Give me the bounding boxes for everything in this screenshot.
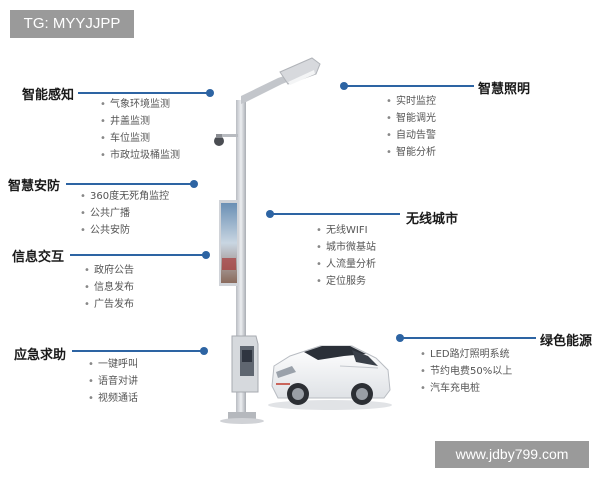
electric-car (268, 345, 392, 410)
connector-line-info-interaction (70, 254, 206, 256)
section-title-green-energy: 绿色能源 (540, 334, 593, 349)
pole-base (228, 412, 256, 420)
list-item: 信息发布 (84, 279, 134, 296)
camera-arm (222, 134, 238, 137)
section-title-wireless-city: 无线城市 (406, 212, 459, 227)
list-item: 公共广播 (80, 205, 169, 222)
list-item: 车位监测 (100, 130, 180, 147)
list-item: 实时监控 (386, 93, 436, 110)
lamp-arm (241, 74, 292, 104)
list-info-interaction: 政府公告 信息发布 广告发布 (84, 262, 134, 313)
list-item: 政府公告 (84, 262, 134, 279)
list-smart-sensing: 气象环境监测 井盖监测 车位监测 市政垃圾桶监测 (100, 96, 180, 164)
section-title-smart-security: 智慧安防 (8, 179, 61, 194)
connector-line-wireless-city (270, 213, 400, 215)
list-item: 定位服务 (316, 273, 376, 290)
list-smart-lighting: 实时监控 智能调光 自动告警 智能分析 (386, 93, 436, 161)
list-wireless-city: 无线WIFI 城市微基站 人流量分析 定位服务 (316, 222, 376, 290)
top-tag-label: TG: MYYJJPP (10, 10, 134, 38)
connector-dot-emergency-help (200, 347, 208, 355)
connector-line-smart-sensing (78, 92, 210, 94)
list-item: 井盖监测 (100, 113, 180, 130)
connector-dot-smart-security (190, 180, 198, 188)
list-item: 汽车充电桩 (420, 380, 512, 397)
watermark-url: www.jdby799.com (435, 441, 589, 468)
list-item: 节约电费50%以上 (420, 363, 512, 380)
list-item: 人流量分析 (316, 256, 376, 273)
connector-line-emergency-help (72, 350, 204, 352)
connector-line-smart-security (66, 183, 194, 185)
list-item: 城市微基站 (316, 239, 376, 256)
connector-dot-info-interaction (202, 251, 210, 259)
list-emergency-help: 一键呼叫 语音对讲 视频通话 (88, 356, 138, 407)
ad-screen (221, 203, 237, 283)
pole-shaft (236, 100, 246, 420)
list-item: LED路灯照明系统 (420, 346, 512, 363)
list-item: 智能分析 (386, 144, 436, 161)
connector-line-green-energy (400, 337, 536, 339)
list-smart-security: 360度无死角监控 公共广播 公共安防 (80, 188, 169, 239)
list-item: 智能调光 (386, 110, 436, 127)
list-item: 360度无死角监控 (80, 188, 169, 205)
section-title-emergency-help: 应急求助 (14, 348, 67, 363)
list-item: 视频通话 (88, 390, 138, 407)
section-title-smart-lighting: 智慧照明 (478, 82, 531, 97)
section-title-info-interaction: 信息交互 (12, 250, 65, 265)
list-item: 公共安防 (80, 222, 169, 239)
list-item: 气象环境监测 (100, 96, 180, 113)
list-item: 无线WIFI (316, 222, 376, 239)
list-green-energy: LED路灯照明系统 节约电费50%以上 汽车充电桩 (420, 346, 512, 397)
connector-dot-smart-sensing (206, 89, 214, 97)
list-item: 自动告警 (386, 127, 436, 144)
section-title-smart-sensing: 智能感知 (22, 88, 75, 103)
list-item: 市政垃圾桶监测 (100, 147, 180, 164)
connector-line-smart-lighting (344, 85, 474, 87)
lamp-head (279, 57, 321, 85)
camera-icon (214, 136, 224, 146)
list-item: 一键呼叫 (88, 356, 138, 373)
list-item: 语音对讲 (88, 373, 138, 390)
list-item: 广告发布 (84, 296, 134, 313)
